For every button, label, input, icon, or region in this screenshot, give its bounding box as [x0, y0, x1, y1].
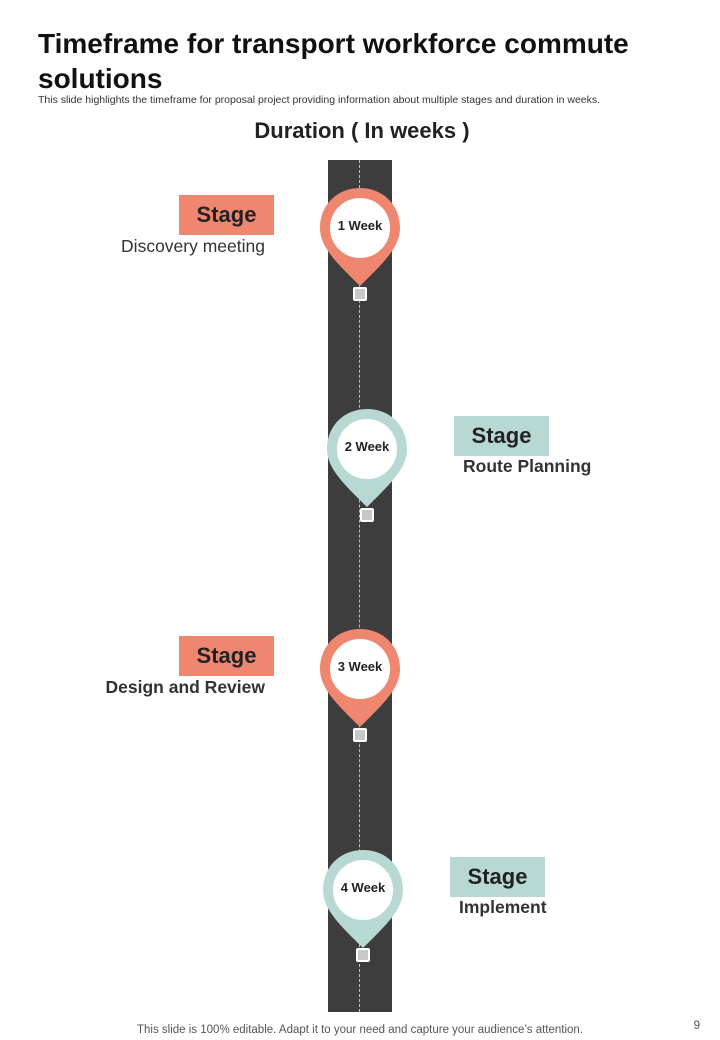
page-number: 9	[693, 1020, 700, 1032]
footer-note: This slide is 100% editable. Adapt it to…	[136, 1024, 584, 1036]
timeline-marker-1	[353, 287, 367, 301]
week-pin-4: 4 Week	[321, 848, 405, 958]
map-pin-icon	[323, 850, 403, 948]
week-label-2: 2 Week	[344, 439, 390, 454]
stage-description-4: Implement	[459, 897, 547, 917]
stage-box-2: Stage	[454, 416, 549, 456]
road-center-line	[359, 160, 360, 1012]
timeline-marker-3	[353, 728, 367, 742]
map-pin-icon	[320, 629, 400, 727]
stage-box-4: Stage	[450, 857, 545, 897]
stage-description-3: Design and Review	[105, 677, 266, 697]
stage-description-2: Route Planning	[463, 456, 592, 476]
stage-description-1: Discovery meeting	[121, 236, 265, 256]
week-pin-2: 2 Week	[325, 407, 409, 517]
week-label-1: 1 Week	[337, 218, 383, 233]
week-pin-1: 1 Week	[318, 186, 402, 296]
stage-box-1: Stage	[179, 195, 274, 235]
week-label-4: 4 Week	[340, 880, 386, 895]
page-subtitle: This slide highlights the timeframe for …	[38, 94, 601, 106]
timeline-marker-4	[356, 948, 370, 962]
stage-box-3: Stage	[179, 636, 274, 676]
map-pin-icon	[327, 409, 407, 507]
week-label-3: 3 Week	[337, 659, 383, 674]
map-pin-icon	[320, 188, 400, 286]
week-pin-3: 3 Week	[318, 627, 402, 737]
timeline-heading: Duration ( In weeks )	[254, 118, 470, 143]
timeline-marker-2	[360, 508, 374, 522]
page-title: Timeframe for transport workforce commut…	[38, 28, 629, 94]
